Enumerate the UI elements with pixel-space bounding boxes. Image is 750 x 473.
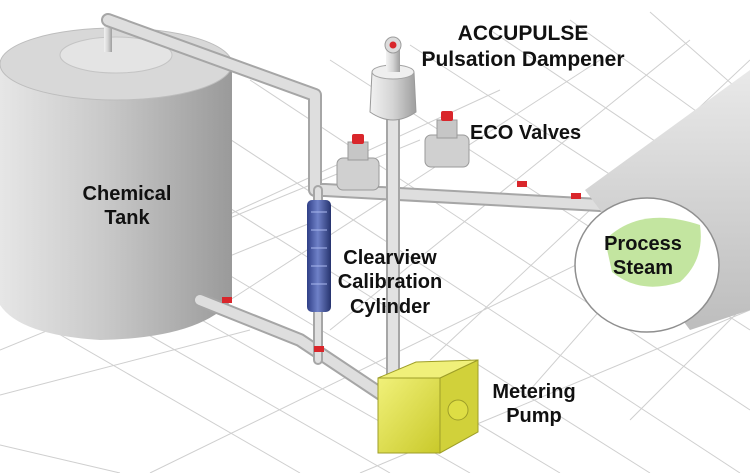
metering-pump-label-line2: Pump: [506, 405, 562, 428]
chemical-tank-label-line2: Tank: [104, 207, 150, 230]
dampener-label-line1: ACCUPULSE: [457, 22, 589, 45]
calibration-cylinder: [307, 200, 331, 312]
metering-pump-label-line1: Metering: [492, 381, 576, 403]
calibration-cylinder-label-line2: Calibration: [337, 271, 443, 294]
chemical-tank-label: Chemical Tank: [62, 182, 192, 231]
chemical-tank: [0, 18, 233, 340]
process-steam-pipe: [574, 70, 750, 333]
calibration-cylinder-label: Clearview Calibration Cylinder: [320, 246, 460, 319]
chemical-tank-label-line1: Chemical: [82, 183, 172, 205]
process-steam-label-line2: Steam: [612, 257, 674, 280]
eco-valve-right: [424, 111, 470, 168]
dampener-label-line2: Pulsation Dampener: [421, 47, 625, 71]
dampener-label: ACCUPULSE Pulsation Dampener: [398, 21, 648, 72]
process-steam-label-line1: Process: [604, 233, 682, 255]
metering-pump-label: Metering Pump: [474, 380, 594, 429]
eco-valves-label: ECO Valves: [470, 121, 610, 145]
calibration-cylinder-label-line1: Clearview: [343, 247, 437, 269]
calibration-cylinder-label-line3: Cylinder: [349, 295, 431, 318]
red-valve-handles: [222, 181, 581, 352]
process-steam-label: Process Steam: [595, 232, 691, 281]
eco-valve-left: [336, 134, 380, 191]
metering-pump: [377, 359, 479, 454]
eco-valves-label-line1: ECO Valves: [470, 122, 582, 144]
pulsation-dampener: [369, 36, 417, 121]
